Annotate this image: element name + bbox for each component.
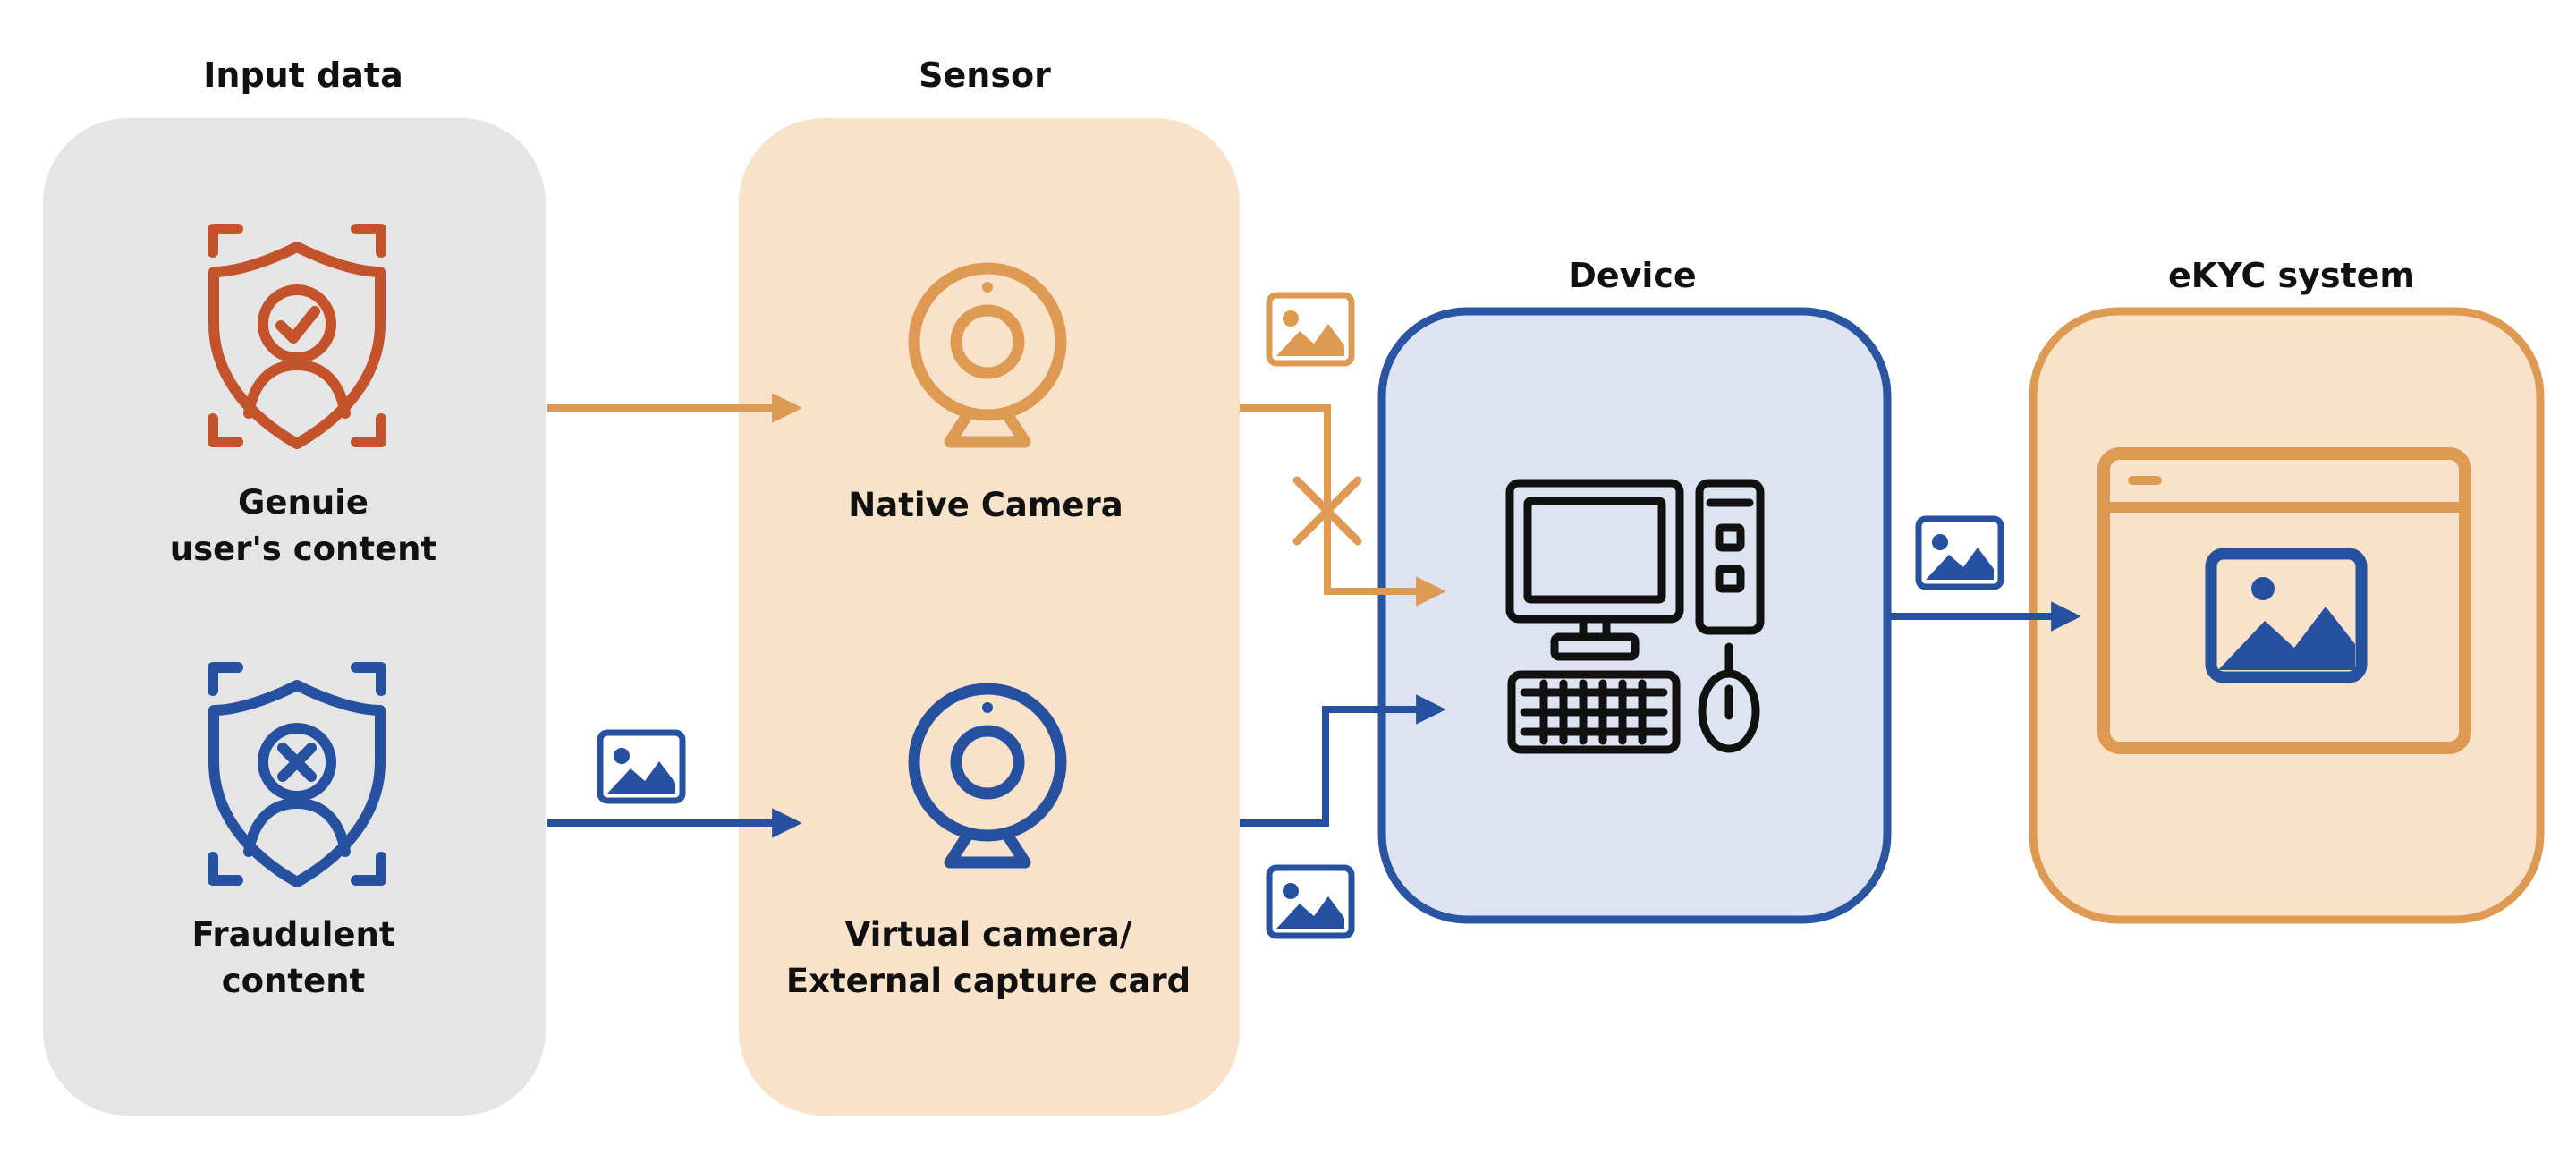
shield-x-person-icon: [208, 662, 386, 887]
image-icon: [1269, 868, 1352, 936]
device-title: Device: [1568, 256, 1696, 295]
blocked-cross-icon: [1292, 476, 1362, 546]
image-icon: [600, 733, 682, 801]
genuine-content-label-line2: user's content: [170, 530, 436, 568]
browser-window-image-icon: [2097, 447, 2471, 754]
input-data-title: Input data: [203, 55, 403, 95]
sensor-panel: [739, 118, 1240, 1116]
fraudulent-content-label-line2: content: [222, 962, 366, 1000]
desktop-computer-icon: [1505, 479, 1765, 754]
native-camera-to-device-arrow: [1240, 404, 1446, 607]
virtual-camera-to-device-arrow: [1240, 694, 1446, 827]
image-icon: [1269, 295, 1352, 363]
native-camera-label: Native Camera: [848, 486, 1123, 524]
sensor-title: Sensor: [919, 55, 1051, 95]
image-icon: [1919, 519, 2001, 587]
virtual-camera-label: Virtual camera/: [845, 915, 1132, 954]
fraudulent-content-label: Fraudulent: [191, 915, 394, 954]
input-data-panel: [43, 118, 546, 1116]
genuine-content-label: Genuie: [238, 483, 369, 522]
virtual-camera-label-line2: External capture card: [786, 962, 1191, 1000]
virtual-camera-webcam-icon: [908, 683, 1067, 869]
shield-check-person-icon: [208, 224, 386, 449]
native-camera-webcam-icon: [908, 262, 1067, 448]
ekyc-system-title: eKYC system: [2168, 256, 2415, 295]
